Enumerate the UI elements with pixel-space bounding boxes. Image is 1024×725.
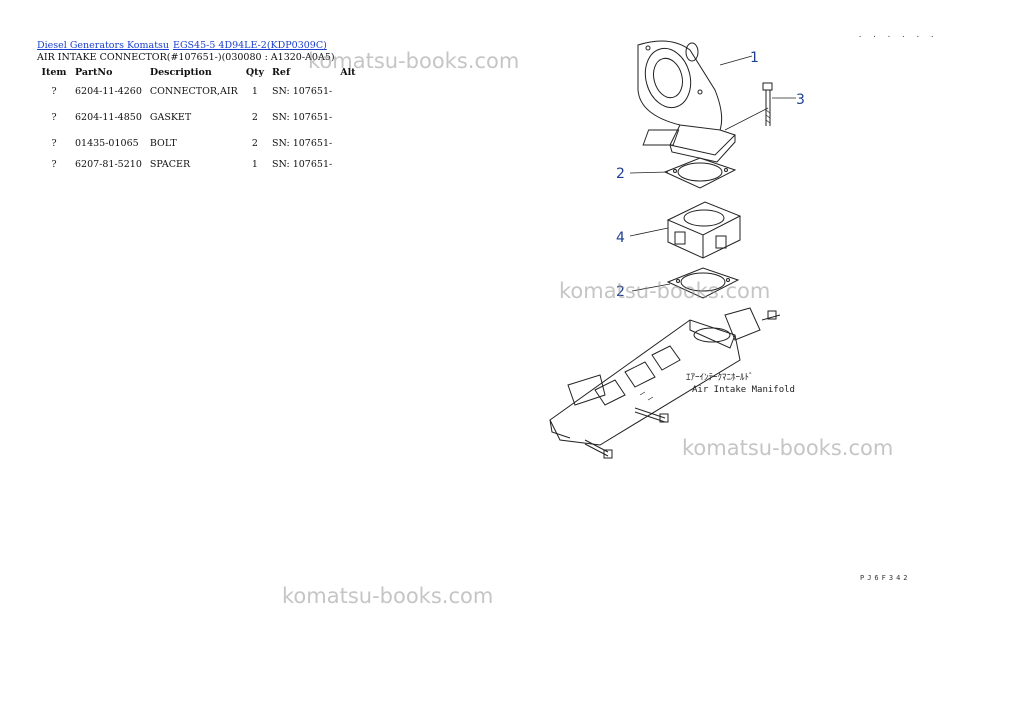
cell-description: BOLT: [149, 138, 177, 149]
leader-lines: [629, 55, 796, 292]
page-subtitle: AIR INTAKE CONNECTOR(#107651-)(030080 : …: [37, 52, 335, 63]
diagram-code-top: · · · · · ·: [858, 33, 938, 41]
col-header-item: Item: [41, 67, 67, 78]
cell-description: GASKET: [149, 112, 192, 123]
cell-part-no: 6204-11-4260: [75, 86, 142, 97]
cell-item: ?: [51, 86, 57, 97]
callout-2-lower: 2: [616, 284, 625, 300]
callout-1: 1: [750, 50, 759, 66]
parts-diagram: 1 3 2 4 2 ｴｱｰｲﾝﾃｰｸﾏﾆﾎｰﾙﾄﾞ Air Intake Man…: [549, 40, 805, 459]
gasket-upper-drawing: [663, 157, 737, 189]
cell-alt: [336, 112, 359, 138]
cell-qty: 1: [251, 159, 258, 170]
col-header-ref: Ref: [272, 67, 291, 78]
cell-description: SPACER: [149, 159, 191, 170]
cell-item: ?: [51, 138, 57, 149]
cell-qty: 1: [251, 86, 258, 97]
cell-qty: 2: [251, 112, 258, 123]
callout-4: 4: [616, 230, 625, 246]
table-row: ? 6204-11-4260 CONNECTOR,AIR 1 SN: 10765…: [37, 86, 360, 112]
cell-ref: SN: 107651-: [272, 138, 333, 149]
cell-description: CONNECTOR,AIR: [149, 86, 238, 97]
gasket-lower-drawing: [666, 267, 740, 299]
watermark: komatsu-books.com: [282, 584, 494, 608]
cell-part-no: 6204-11-4850: [75, 112, 142, 123]
breadcrumb-link-diesel-generators[interactable]: Diesel Generators Komatsu: [37, 40, 170, 51]
manifold-label-en: Air Intake Manifold: [692, 385, 795, 395]
col-header-alt: Alt: [340, 67, 356, 78]
intake-manifold-drawing: [549, 307, 781, 459]
diagram-code-bottom: PJ6F342: [860, 574, 911, 582]
breadcrumb-link-model[interactable]: EGS45-5 4D94LE-2(KDP0309C): [173, 40, 327, 51]
col-header-description: Description: [149, 67, 212, 78]
table-row: ? 01435-01065 BOLT 2 SN: 107651-: [37, 138, 360, 159]
spacer-drawing: [666, 201, 742, 259]
table-row: ? 6207-81-5210 SPACER 1 SN: 107651-: [37, 159, 360, 177]
callout-2-upper: 2: [616, 166, 625, 182]
cell-part-no: 01435-01065: [75, 138, 139, 149]
col-header-qty: Qty: [245, 67, 265, 78]
bolt-drawing: [762, 82, 773, 126]
cell-alt: [336, 159, 359, 177]
cell-alt: [336, 86, 359, 112]
manifold-label-jp: ｴｱｰｲﾝﾃｰｸﾏﾆﾎｰﾙﾄﾞ: [686, 372, 754, 383]
callout-3: 3: [796, 92, 805, 108]
cell-alt: [336, 138, 359, 159]
table-header-row: Item PartNo Description Qty Ref Alt: [37, 64, 360, 86]
table-row: ? 6204-11-4850 GASKET 2 SN: 107651-: [37, 112, 360, 138]
cell-ref: SN: 107651-: [272, 86, 333, 97]
cell-item: ?: [51, 112, 57, 123]
cell-ref: SN: 107651-: [272, 159, 333, 170]
col-header-partno: PartNo: [75, 67, 113, 78]
cell-item: ?: [51, 159, 57, 170]
parts-table: Item PartNo Description Qty Ref Alt ? 62…: [37, 64, 360, 177]
cell-qty: 2: [251, 138, 258, 149]
air-connector-drawing: [637, 40, 736, 163]
cell-part-no: 6207-81-5210: [75, 159, 142, 170]
cell-ref: SN: 107651-: [272, 112, 333, 123]
